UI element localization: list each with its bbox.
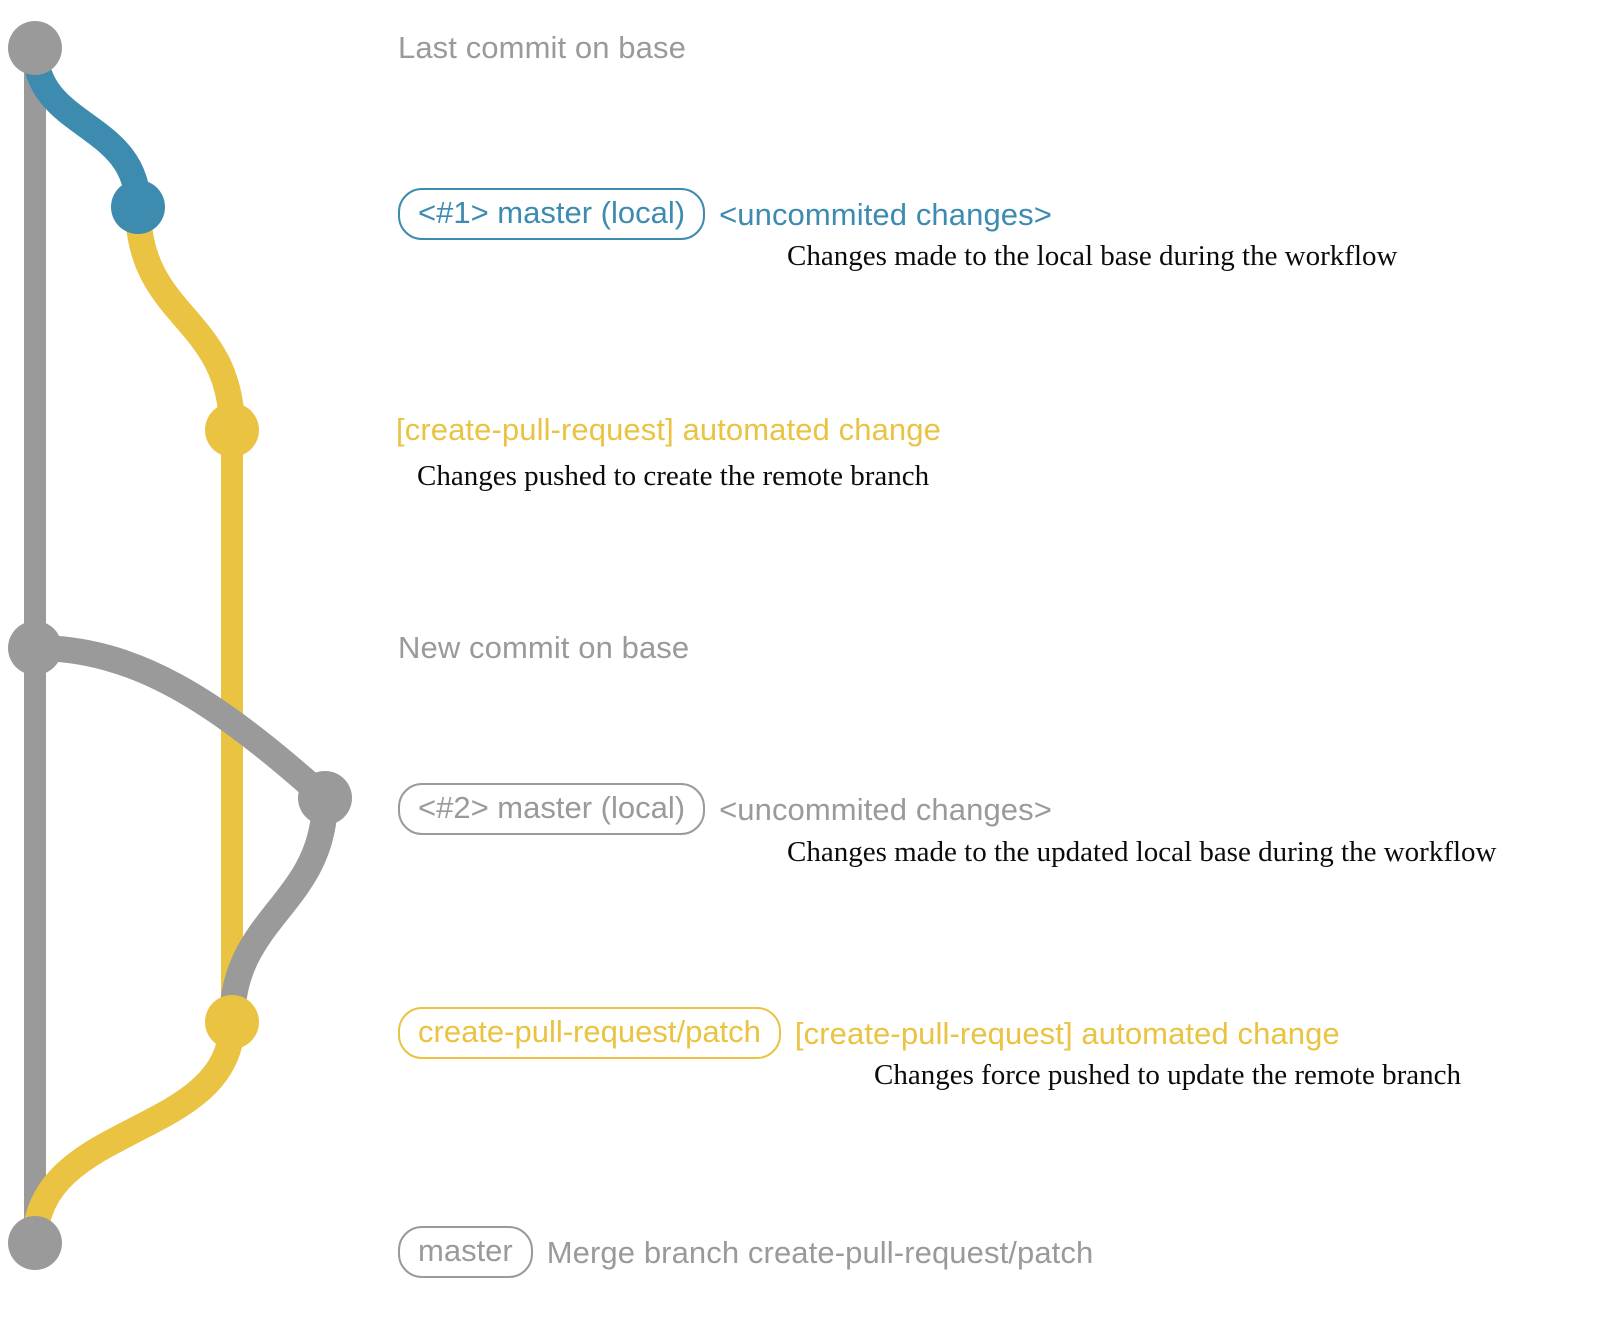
- row-new-commit-on-base: New commit on base: [398, 632, 689, 663]
- row-last-commit-on-base: Last commit on base: [398, 32, 686, 63]
- lane-gray-local-2: [22, 635, 338, 811]
- commit-message: New commit on base: [398, 630, 690, 665]
- commit-message: <uncommited changes>: [719, 196, 1052, 232]
- branch-badge-master-local-2[interactable]: <#2> master (local): [398, 783, 706, 835]
- commit-node-patch-2: [205, 995, 259, 1049]
- git-commit-graph: [8, 21, 352, 1270]
- branch-badge-master-local-1[interactable]: <#1> master (local): [398, 188, 706, 240]
- commit-node-base-new: [8, 621, 62, 675]
- commit-node-base-last: [8, 21, 62, 75]
- commit-node-patch-1: [205, 403, 259, 457]
- row-master-local-2: <#2> master (local) <uncommited changes>: [398, 783, 1052, 835]
- row-automated-change-1: [create-pull-request] automated change: [396, 414, 941, 445]
- commit-message: Last commit on base: [398, 30, 686, 65]
- commit-node-merge-master: [8, 1216, 62, 1270]
- row-description: Changes pushed to create the remote bran…: [417, 460, 930, 492]
- branch-badge-create-pull-request-patch[interactable]: create-pull-request/patch: [398, 1007, 781, 1059]
- lane-gray-to-patch-2: [219, 785, 338, 1035]
- row-description: Changes force pushed to update the remot…: [874, 1059, 1462, 1091]
- row-description: Changes made to the updated local base d…: [787, 836, 1497, 868]
- commit-message: Merge branch create-pull-request/patch: [546, 1234, 1094, 1270]
- commit-message: [create-pull-request] automated change: [794, 1015, 1340, 1051]
- commit-message: [create-pull-request] automated change: [396, 412, 941, 447]
- row-description: Changes made to the local base during th…: [787, 240, 1398, 272]
- commit-node-local-1: [111, 180, 165, 234]
- lane-blue-local-1: [22, 35, 151, 220]
- lane-yellow-patch-1: [125, 194, 245, 443]
- lane-yellow-merge: [22, 1009, 245, 1256]
- row-automated-change-2: create-pull-request/patch [create-pull-r…: [398, 1007, 1340, 1059]
- branch-badge-master[interactable]: master: [398, 1226, 533, 1278]
- commit-node-local-2: [298, 771, 352, 825]
- commit-message: <uncommited changes>: [719, 791, 1052, 827]
- row-merge-commit: master Merge branch create-pull-request/…: [398, 1226, 1093, 1278]
- row-master-local-1: <#1> master (local) <uncommited changes>: [398, 188, 1052, 240]
